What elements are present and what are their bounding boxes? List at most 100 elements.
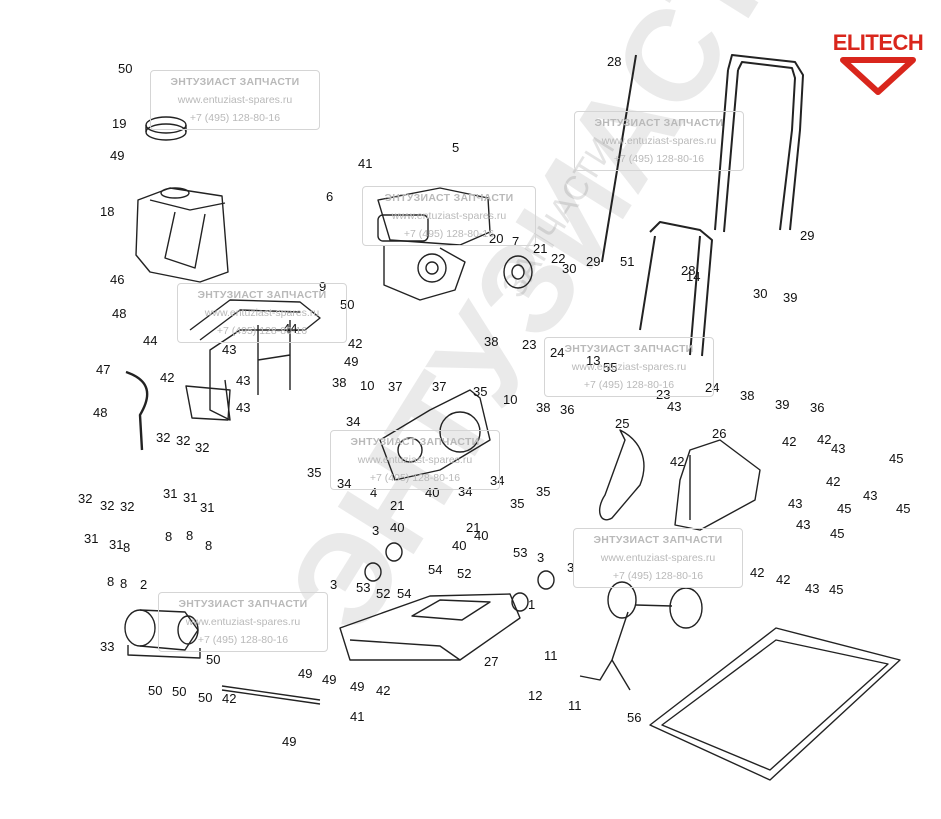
- callout-label-50: 50: [340, 297, 354, 312]
- belt-guard-drawing: [674, 439, 761, 531]
- callout-label-4: 4: [370, 485, 377, 500]
- watermark-box-phone: +7 (495) 128-80-16: [216, 325, 308, 337]
- callout-label-20: 20: [489, 231, 503, 246]
- callout-label-42: 42: [670, 454, 684, 469]
- callout-label-28: 28: [607, 54, 621, 69]
- callout-label-29: 29: [586, 254, 600, 269]
- callout-label-43: 43: [863, 488, 877, 503]
- callout-label-48: 48: [93, 405, 107, 420]
- callout-label-3: 3: [537, 550, 544, 565]
- callout-label-53: 53: [513, 545, 527, 560]
- watermark-box: ЭНТУЗИАСТ ЗАПЧАСТИ www.entuziast-spares.…: [574, 111, 744, 171]
- callout-label-38: 38: [484, 334, 498, 349]
- callout-label-37: 37: [432, 379, 446, 394]
- watermark-box-phone: +7 (495) 128-80-16: [613, 153, 705, 165]
- callout-label-45: 45: [837, 501, 851, 516]
- callout-label-44: 44: [283, 321, 297, 336]
- watermark-box-phone: +7 (495) 128-80-16: [612, 570, 704, 582]
- callout-label-34: 34: [346, 414, 360, 429]
- callout-label-11: 11: [544, 648, 558, 663]
- fuel-cap-drawing: [145, 116, 187, 141]
- callout-label-12: 12: [528, 688, 542, 703]
- callout-label-27: 27: [484, 654, 498, 669]
- base-plate-drawing: [339, 593, 521, 661]
- callout-label-33: 33: [100, 639, 114, 654]
- callout-label-42: 42: [817, 432, 831, 447]
- callout-label-55: 55: [603, 360, 617, 375]
- watermark-box: ЭНТУЗИАСТ ЗАПЧАСТИ www.entuziast-spares.…: [330, 430, 500, 490]
- callout-label-35: 35: [307, 465, 321, 480]
- callout-label-34: 34: [337, 476, 351, 491]
- handle-drawing: [639, 54, 804, 357]
- callout-label-43: 43: [236, 400, 250, 415]
- bracket-bar-drawing: [221, 685, 321, 705]
- watermark-box-phone: +7 (495) 128-80-16: [189, 112, 281, 124]
- watermark-box-url: www.entuziast-spares.ru: [177, 94, 293, 106]
- callout-label-48: 48: [112, 306, 126, 321]
- callout-label-10: 10: [503, 392, 517, 407]
- exciter-drawing: [124, 609, 201, 659]
- callout-label-41: 41: [358, 156, 372, 171]
- callout-label-42: 42: [160, 370, 174, 385]
- callout-label-31: 31: [200, 500, 214, 515]
- callout-label-29: 29: [800, 228, 814, 243]
- watermark-box: ЭНТУЗИАСТ ЗАПЧАСТИ www.entuziast-spares.…: [573, 528, 743, 588]
- callout-label-43: 43: [667, 399, 681, 414]
- callout-label-32: 32: [78, 491, 92, 506]
- callout-label-42: 42: [826, 474, 840, 489]
- callout-label-43: 43: [222, 342, 236, 357]
- callout-label-49: 49: [110, 148, 124, 163]
- rubber-mat-drawing: [649, 627, 901, 781]
- watermark-box-title: ЭНТУЗИАСТ ЗАПЧАСТИ: [170, 76, 300, 88]
- callout-label-49: 49: [282, 734, 296, 749]
- callout-label-42: 42: [376, 683, 390, 698]
- watermark-box-url: www.entuziast-spares.ru: [601, 135, 717, 147]
- callout-label-41: 41: [350, 709, 364, 724]
- watermark-box: ЭНТУЗИАСТ ЗАПЧАСТИ www.entuziast-spares.…: [158, 592, 328, 652]
- callout-label-31: 31: [84, 531, 98, 546]
- callout-label-7: 7: [512, 234, 519, 249]
- callout-label-42: 42: [750, 565, 764, 580]
- callout-label-3: 3: [567, 560, 574, 575]
- callout-label-30: 30: [562, 261, 576, 276]
- callout-label-38: 38: [332, 375, 346, 390]
- callout-label-46: 46: [110, 272, 124, 287]
- callout-label-52: 52: [376, 586, 390, 601]
- callout-label-24: 24: [705, 380, 719, 395]
- callout-label-32: 32: [156, 430, 170, 445]
- watermark-box-title: ЭНТУЗИАСТ ЗАПЧАСТИ: [350, 436, 480, 448]
- callout-label-38: 38: [536, 400, 550, 415]
- fuel-hose-drawing: [125, 370, 149, 451]
- callout-label-45: 45: [830, 526, 844, 541]
- callout-label-34: 34: [490, 473, 504, 488]
- callout-label-22: 22: [551, 251, 565, 266]
- watermark-box-url: www.entuziast-spares.ru: [571, 361, 687, 373]
- callout-label-11: 11: [568, 698, 582, 713]
- callout-label-25: 25: [615, 416, 629, 431]
- callout-label-39: 39: [783, 290, 797, 305]
- callout-label-40: 40: [452, 538, 466, 553]
- callout-label-45: 45: [829, 582, 843, 597]
- watermark-box-phone: +7 (495) 128-80-16: [403, 228, 495, 240]
- callout-label-43: 43: [831, 441, 845, 456]
- callout-label-47: 47: [96, 362, 110, 377]
- callout-label-1: 1: [528, 597, 535, 612]
- callout-label-54: 54: [428, 562, 442, 577]
- v-belt-drawing: [598, 429, 645, 521]
- callout-label-56: 56: [627, 710, 641, 725]
- callout-label-26: 26: [712, 426, 726, 441]
- callout-label-31: 31: [183, 490, 197, 505]
- callout-label-3: 3: [372, 523, 379, 538]
- callout-label-35: 35: [473, 384, 487, 399]
- brand-logo-text: ELITECH: [832, 30, 924, 55]
- callout-label-28: 28: [681, 263, 695, 278]
- callout-label-50: 50: [148, 683, 162, 698]
- watermark-box-title: ЭНТУЗИАСТ ЗАПЧАСТИ: [197, 289, 327, 301]
- watermark-box-phone: +7 (495) 128-80-16: [197, 634, 289, 646]
- callout-label-13: 13: [586, 353, 600, 368]
- callout-label-14: 14: [686, 269, 700, 284]
- callout-label-32: 32: [195, 440, 209, 455]
- callout-label-8: 8: [186, 528, 193, 543]
